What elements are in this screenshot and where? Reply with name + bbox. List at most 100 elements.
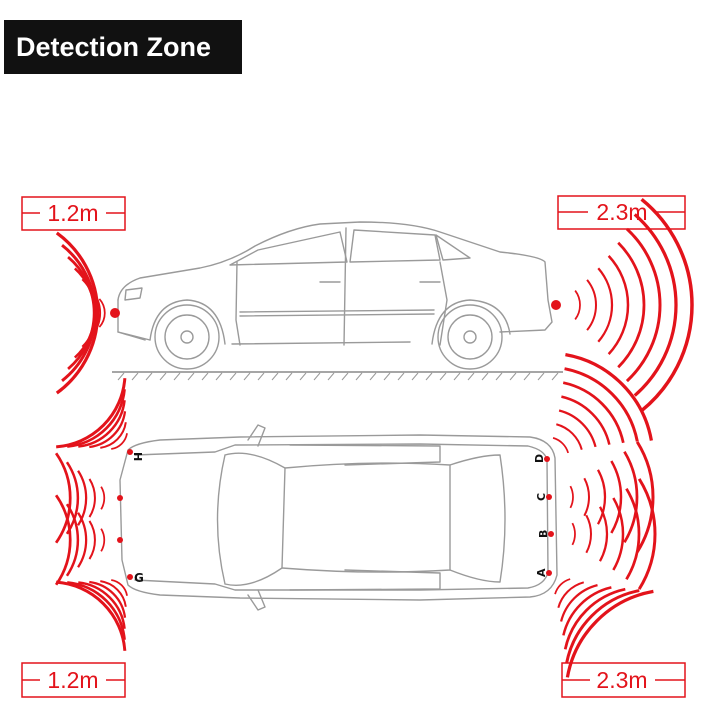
sensor-dot	[546, 494, 552, 500]
ground-hatch	[439, 372, 447, 381]
wave-arc	[565, 353, 653, 441]
wave-arc	[100, 580, 127, 607]
ground-hatch	[481, 372, 489, 381]
ground-hatch	[355, 372, 363, 381]
ground-line	[112, 371, 563, 381]
ground-hatch	[117, 372, 125, 381]
wave-arc	[111, 579, 128, 596]
wave-arc	[77, 470, 88, 526]
distance-box-bottom-left: 1.2m	[21, 662, 126, 698]
ground-hatch	[313, 372, 321, 381]
wave-arc	[607, 255, 630, 355]
ground-hatch	[523, 372, 531, 381]
wave-arc	[586, 279, 597, 331]
wave-arc	[558, 409, 597, 448]
wave-arc	[100, 422, 127, 449]
ground-hatch	[229, 372, 237, 381]
ground-hatch	[215, 372, 223, 381]
sensor-waves	[54, 197, 694, 678]
wave-arc	[574, 290, 581, 320]
wave-arc	[89, 580, 127, 618]
wave-arc	[100, 528, 106, 552]
ground-hatch	[369, 372, 377, 381]
sensor-label-a: A	[535, 568, 548, 577]
sensor-dot	[117, 495, 123, 501]
wave-arc	[557, 581, 585, 609]
ground-hatch	[257, 372, 265, 381]
sensor-label-b: B	[537, 530, 550, 538]
wave-arc	[111, 433, 128, 450]
wave-arc	[637, 478, 657, 590]
sensor-label-g: G	[134, 571, 144, 585]
ground-hatch	[397, 372, 405, 381]
wave-arc	[561, 395, 611, 445]
sensor-label-h: H	[131, 452, 144, 461]
sensors	[110, 300, 561, 580]
ground-hatch	[187, 372, 195, 381]
ground-hatch	[341, 372, 349, 381]
wave-arc	[583, 477, 590, 517]
top-view-car	[119, 424, 558, 611]
ground-hatch	[243, 372, 251, 381]
ground-hatch	[173, 372, 181, 381]
sensor-dot	[548, 531, 554, 537]
distance-box-top-right: 2.3m	[557, 195, 686, 230]
ground-hatch	[327, 372, 335, 381]
sensor-dot	[546, 570, 552, 576]
wave-arc	[67, 581, 126, 640]
wave-arc	[56, 378, 127, 449]
wave-arc	[571, 522, 576, 546]
sensor-dot	[127, 449, 133, 455]
wave-arc	[562, 586, 612, 636]
distance-box-bottom-right: 2.3m	[561, 662, 686, 698]
wave-arc	[633, 213, 678, 397]
wave-arc	[65, 461, 80, 535]
sensor-dot	[551, 300, 561, 310]
ground-hatch	[453, 372, 461, 381]
sensor-dot	[110, 308, 120, 318]
side-view-car	[117, 221, 553, 370]
ground-hatch	[411, 372, 419, 381]
wave-arc	[565, 589, 640, 664]
wave-arc	[565, 589, 654, 678]
wave-arc	[56, 580, 127, 651]
wave-arc	[623, 450, 639, 544]
wave-arc	[98, 298, 106, 328]
wave-arc	[640, 197, 694, 413]
ground-hatch	[145, 372, 153, 381]
wave-arc	[77, 512, 88, 568]
wave-arc	[556, 423, 583, 450]
wave-arc	[610, 460, 623, 534]
ground-hatch	[159, 372, 167, 381]
distance-box-top-left: 1.2m	[21, 196, 126, 231]
wave-arc	[55, 231, 100, 395]
wave-arc	[54, 494, 72, 586]
wave-arc	[625, 487, 641, 581]
ground-hatch	[201, 372, 209, 381]
wave-arc	[88, 478, 96, 518]
wave-arc	[54, 452, 72, 544]
wave-arc	[100, 486, 106, 510]
ground-hatch	[467, 372, 475, 381]
sensor-label-d: D	[533, 454, 546, 463]
ground-hatch	[425, 372, 433, 381]
sensor-dot	[544, 456, 550, 462]
wave-arc	[560, 584, 598, 622]
ground-hatch	[537, 372, 545, 381]
ground-hatch	[271, 372, 279, 381]
wave-arc	[585, 514, 592, 554]
wave-arc	[554, 578, 571, 595]
wave-arc	[635, 441, 655, 553]
wave-arc	[88, 520, 96, 560]
distance-label: 2.3m	[596, 199, 647, 225]
wave-arc	[89, 411, 127, 449]
wave-arc	[625, 227, 662, 383]
wave-arc	[67, 389, 126, 448]
wave-arc	[78, 581, 126, 629]
wave-arc	[563, 587, 626, 650]
sensor-label-c: C	[535, 493, 548, 501]
ground-hatch	[285, 372, 293, 381]
wave-arc	[612, 497, 625, 571]
distance-label: 2.3m	[596, 667, 647, 693]
